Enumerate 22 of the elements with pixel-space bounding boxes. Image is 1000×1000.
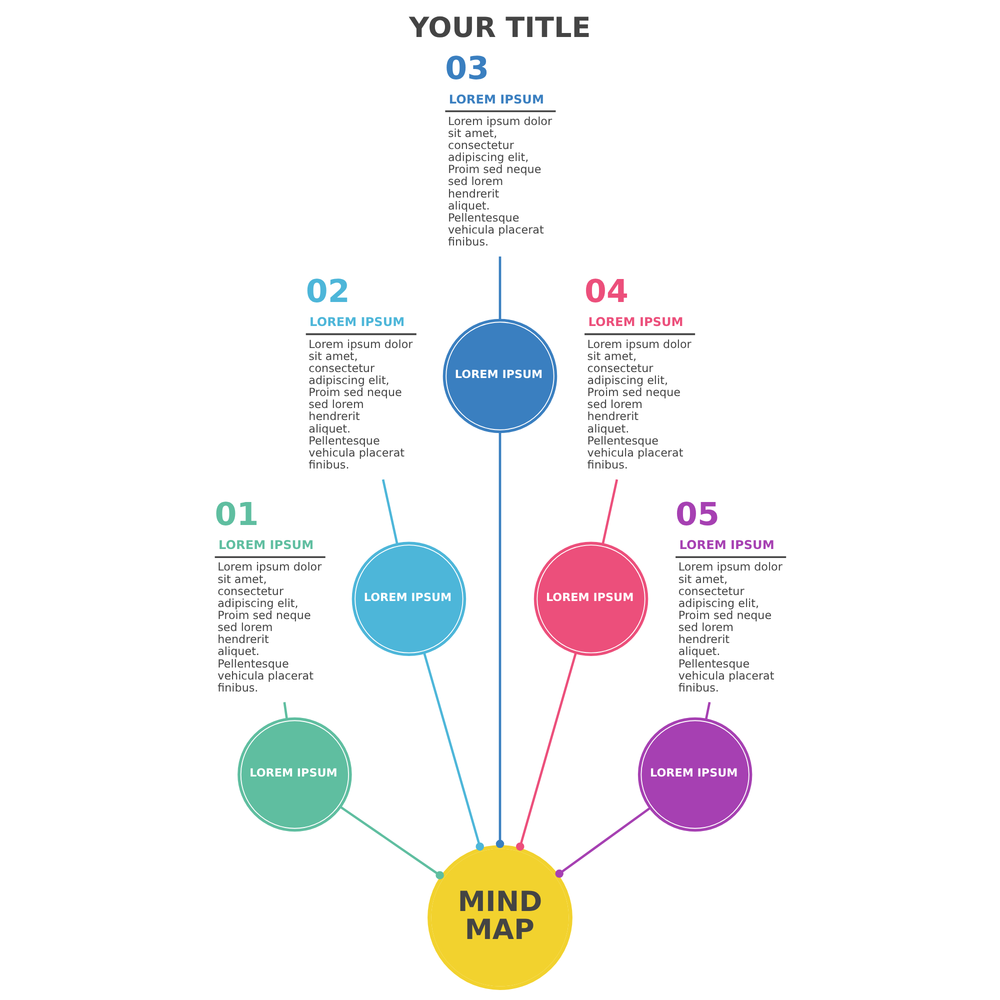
node-text: 05 LOREM IPSUM Lorem ipsum dolor sit amet, consectetur adipiscing elit, Proim sed neque sed lorem hendrerit aliquet. Pellentesque vehicula placerat finibus. [676, 496, 782, 694]
node-circle: LOREM IPSUM [638, 717, 752, 832]
connector [516, 652, 577, 851]
connector [340, 806, 444, 880]
node-circle: LOREM IPSUM [534, 542, 648, 656]
node-circle: MIND MAP [428, 845, 572, 990]
node-circle: LOREM IPSUM [238, 717, 352, 832]
node-text: 01 LOREM IPSUM Lorem ipsum dolor sit amet, consectetur adipiscing elit, Proim sed neque sed lorem hendrerit aliquet. Pellentesque vehicula placerat finibus. [214, 496, 322, 694]
connector [704, 702, 711, 720]
node-text: 03 LOREM IPSUM Lorem ipsum dolor sit amet, consectetur adipiscing elit, Proim sed neque sed lorem hendrerit aliquet. Pellentesque vehicula placerat finibus. [445, 50, 552, 249]
connector [283, 702, 288, 720]
connector [423, 652, 484, 851]
connector [382, 479, 398, 544]
node-text: 04 LOREM IPSUM Lorem ipsum dolor sit amet, consectetur adipiscing elit, Proim sed neque sed lorem hendrerit aliquet. Pellentesque vehicula placerat finibus. [584, 274, 692, 472]
node-circle: LOREM IPSUM [352, 542, 466, 656]
diagram-title: YOUR TITLE [408, 10, 591, 44]
connector [498, 256, 502, 320]
connector [555, 807, 651, 878]
connector [496, 432, 504, 848]
connector [602, 479, 618, 544]
node-text: 02 LOREM IPSUM Lorem ipsum dolor sit amet, consectetur adipiscing elit, Proim sed neque sed lorem hendrerit aliquet. Pellentesque vehicula placerat finibus. [306, 274, 413, 472]
node-circle: LOREM IPSUM [442, 318, 558, 434]
